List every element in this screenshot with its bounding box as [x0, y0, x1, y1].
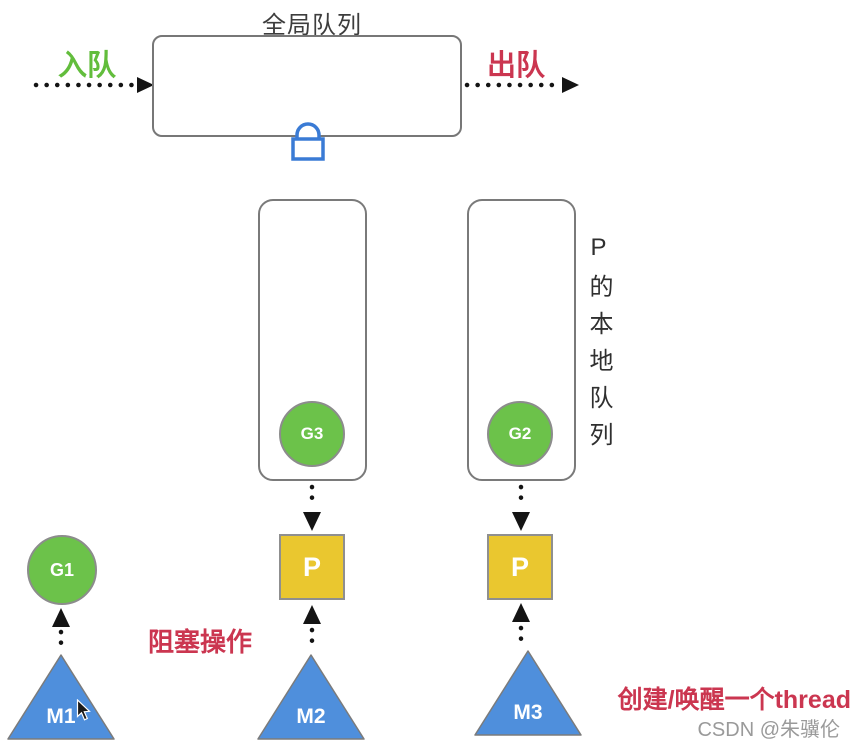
create-wake-thread-label: 创建/唤醒一个thread	[617, 686, 851, 714]
processor-p2: P	[487, 534, 553, 600]
triangle-shape	[474, 650, 582, 736]
processor-p1: P	[279, 534, 345, 600]
thread-m1: M1	[6, 653, 116, 741]
local-queue-side-label: P的本地队列	[585, 234, 612, 459]
enqueue-label: 入队	[58, 50, 117, 82]
thread-m2-label: M2	[296, 705, 326, 728]
p2-arrowhead-up	[512, 603, 530, 622]
global-queue-box	[152, 35, 462, 137]
csdn-watermark: CSDN @朱骥伦	[697, 719, 840, 741]
goroutine-g2: G2	[487, 401, 553, 467]
g1-arrowhead-up	[52, 608, 70, 627]
dequeue-arrowhead	[562, 77, 579, 93]
local-queue-2-box	[467, 199, 576, 481]
thread-m2: M2	[256, 653, 366, 741]
goroutine-g3: G3	[279, 401, 345, 467]
thread-m3-label: M3	[513, 701, 543, 724]
queue2-arrowhead-down	[512, 512, 530, 531]
goroutine-g1: G1	[27, 535, 97, 605]
blocking-operation-label: 阻塞操作	[148, 627, 253, 657]
dequeue-label: 出队	[487, 50, 546, 82]
p1-arrowhead-up	[303, 605, 321, 624]
cursor-icon	[76, 699, 91, 721]
global-queue-title: 全局队列	[262, 12, 362, 39]
lock-icon	[291, 122, 325, 161]
thread-m3: M3	[473, 649, 583, 737]
thread-m1-label: M1	[46, 705, 76, 728]
triangle-shape	[257, 654, 365, 740]
queue1-arrowhead-down	[303, 512, 321, 531]
